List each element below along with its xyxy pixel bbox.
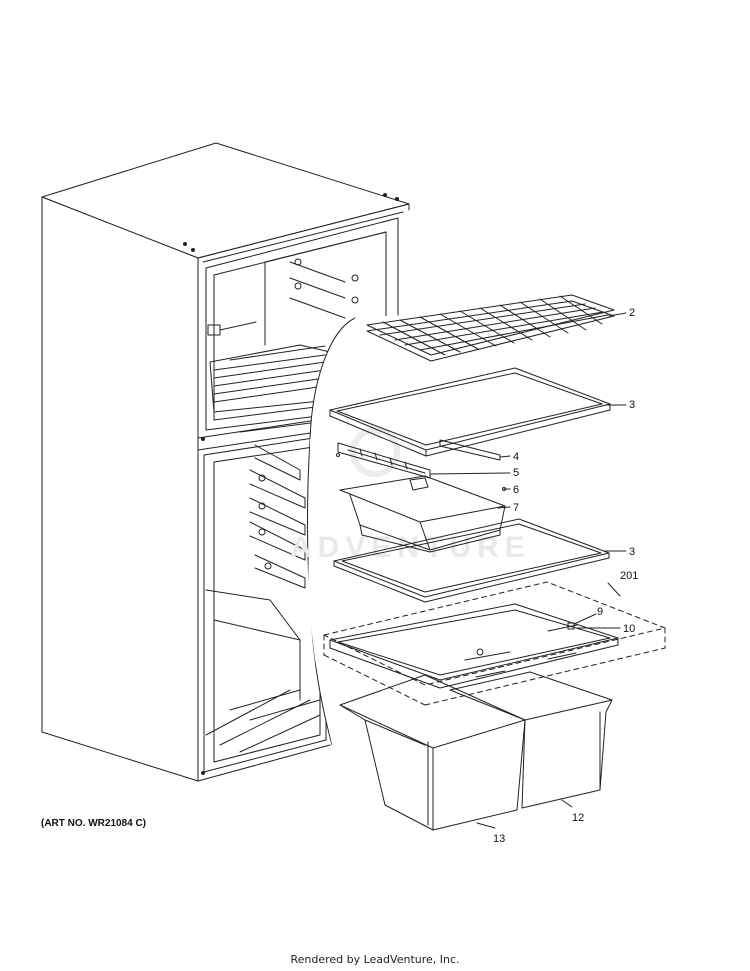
part-crisper-drawer-right <box>449 671 613 809</box>
art-number-label: (ART NO. WR21084 C) <box>41 818 147 829</box>
footer-credit: Rendered by LeadVenture, Inc. <box>290 953 460 966</box>
callout-13: 13 <box>493 833 505 845</box>
part-glass-shelf-upper <box>329 367 611 457</box>
part-9-clip <box>567 622 575 630</box>
part-shelf-rail <box>439 439 501 461</box>
callout-12: 12 <box>572 812 584 824</box>
freezer-vents <box>289 258 359 319</box>
part-crisper-cover <box>329 603 619 689</box>
part-wire-shelf <box>366 294 615 362</box>
part-crisper-drawer-left <box>339 674 526 831</box>
refrigerator-cabinet <box>41 142 410 782</box>
leader-lines <box>429 312 627 829</box>
bottom-floor <box>205 689 321 753</box>
callout-5: 5 <box>513 467 519 479</box>
callout-7: 7 <box>513 502 519 514</box>
callout-10: 10 <box>623 623 635 635</box>
callout-9: 9 <box>597 606 603 618</box>
callout-201: 201 <box>620 570 638 582</box>
callout-3-lower: 3 <box>629 546 635 558</box>
freezer-wire-shelf <box>209 344 331 413</box>
callout-4: 4 <box>513 451 519 463</box>
callout-6: 6 <box>513 484 519 496</box>
part-pan-drawer <box>339 475 506 553</box>
callout-2: 2 <box>629 307 635 319</box>
part-glass-shelf-lower <box>333 518 610 603</box>
callout-3-upper: 3 <box>629 399 635 411</box>
shelf-rails <box>249 444 306 589</box>
